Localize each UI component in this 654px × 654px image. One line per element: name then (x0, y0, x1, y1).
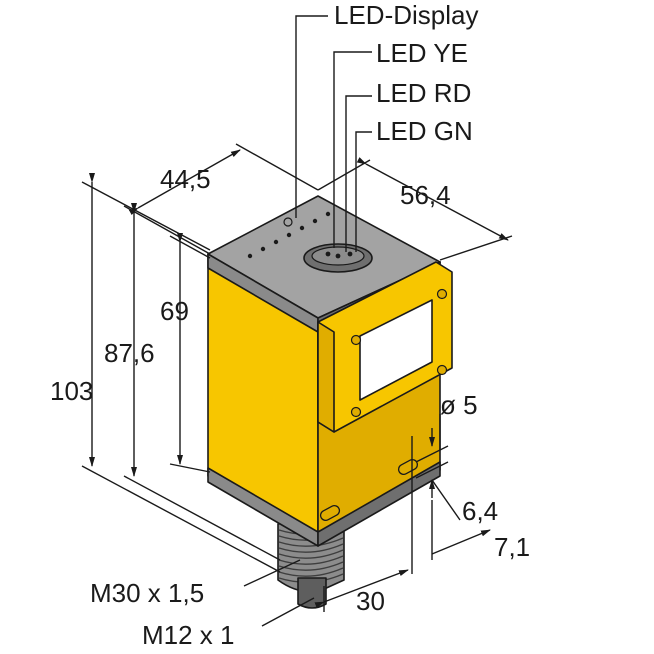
dimension-lines (81, 143, 513, 627)
led-dot (247, 253, 253, 259)
labels: LED-Display LED YE LED RD LED GN 44,5 56… (50, 0, 530, 650)
led-dot (286, 232, 292, 238)
led-leaders (295, 15, 372, 252)
screw-icon (350, 406, 362, 418)
led-display-label: LED-Display (334, 0, 479, 30)
led-display-icon (283, 217, 293, 227)
thread-large-label: M30 x 1,5 (90, 578, 204, 608)
dim-housing-height-label: 69 (160, 296, 189, 326)
led-display-dots (247, 211, 331, 259)
dim-total-height-label: 103 (50, 376, 93, 406)
mounting-hole (319, 505, 341, 521)
dim-depth-label: 44,5 (160, 164, 211, 194)
thread-ring (278, 543, 344, 553)
thread-ring (278, 555, 344, 565)
led-dot (260, 246, 266, 252)
led-dot (312, 218, 318, 224)
led-dot (273, 239, 279, 245)
screw-icon (436, 288, 448, 300)
dim-hole-edge-label: 7,1 (494, 532, 530, 562)
dim-hole-diameter-label: ø 5 (440, 390, 478, 420)
led-yellow-icon (325, 251, 331, 257)
thread-small-label: M12 x 1 (142, 620, 235, 650)
led-yellow-label: LED YE (376, 38, 468, 68)
sensor-body (207, 195, 453, 609)
dim-width-label: 56,4 (400, 180, 451, 210)
led-green-label: LED GN (376, 116, 473, 146)
led-red-icon (335, 253, 341, 259)
led-dot (325, 211, 331, 217)
thread-ring (278, 537, 344, 547)
screw-icon (436, 364, 448, 376)
thread-ring (278, 549, 344, 559)
bottom-band-side (317, 461, 441, 547)
led-red-label: LED RD (376, 78, 471, 108)
lens-window (359, 299, 433, 401)
dim-hole-offset-label: 6,4 (462, 496, 498, 526)
dim-thread-pitch-label: 30 (356, 586, 385, 616)
led-green-icon (347, 251, 353, 257)
screw-icon (350, 334, 362, 346)
lens-frame-front (317, 321, 335, 433)
led-dot (299, 225, 305, 231)
dim-body-height-label: 87,6 (104, 338, 155, 368)
